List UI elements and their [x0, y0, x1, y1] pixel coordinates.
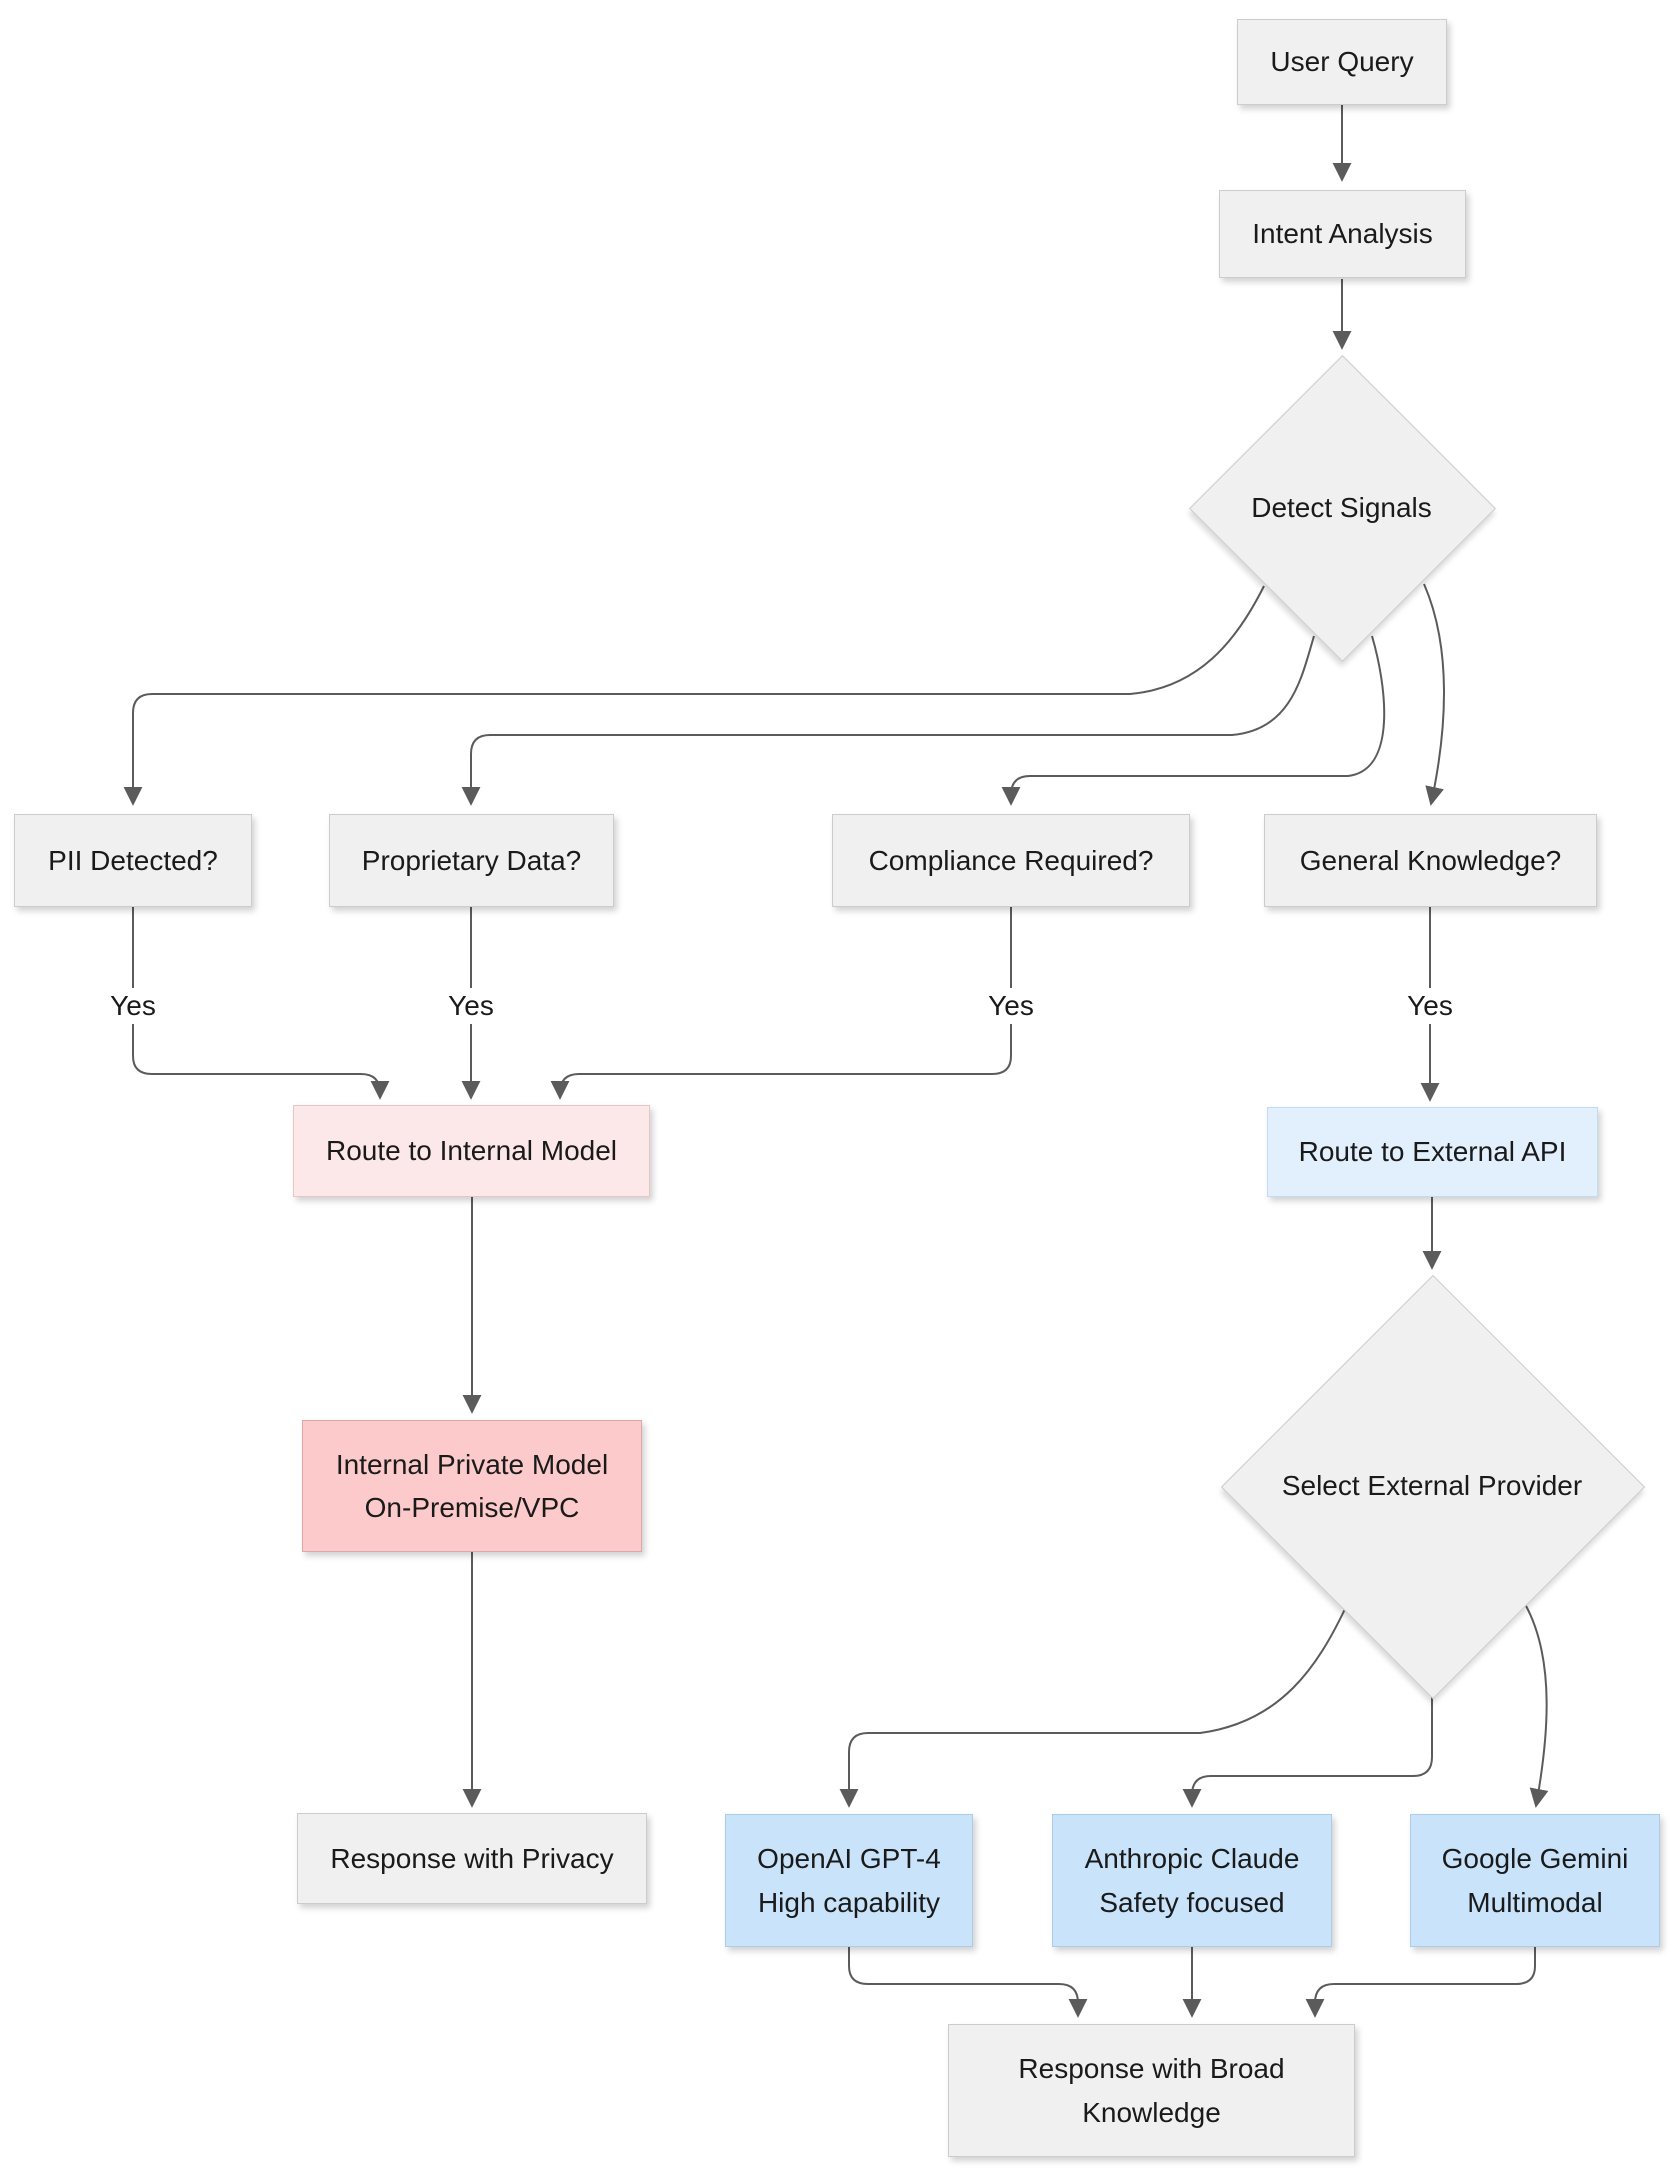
node-label: General Knowledge? — [1299, 844, 1562, 876]
node-compliance-required: Compliance Required? — [832, 814, 1190, 907]
node-user-query: User Query — [1237, 19, 1447, 105]
edge-detect-to-proprietary — [461, 635, 1315, 806]
node-general-knowledge: General Knowledge? — [1264, 814, 1597, 907]
edge-detect-to-compliance — [1001, 635, 1386, 806]
node-label: PII Detected? — [48, 844, 218, 876]
node-label-line2: On-Premise/VPC — [364, 1492, 580, 1523]
edge-detect-to-general — [1423, 583, 1445, 806]
edge-select-to-openai — [839, 1608, 1346, 1808]
edge-openai-to-response-broad — [848, 1947, 1088, 2018]
edge-detect-to-pii — [123, 585, 1265, 806]
edge-select-to-anthropic — [1182, 1696, 1433, 1808]
node-label-line1: Internal Private Model — [335, 1448, 609, 1480]
node-label-line2: Multimodal — [1467, 1886, 1603, 1918]
node-google-gemini: Google Gemini Multimodal — [1410, 1814, 1660, 1947]
node-openai-gpt4: OpenAI GPT-4 High capability — [725, 1814, 973, 1947]
edge-label-yes-compliance: Yes — [980, 988, 1042, 1024]
node-label-line2: Safety focused — [1099, 1886, 1285, 1918]
node-route-internal-model: Route to Internal Model — [293, 1105, 650, 1197]
node-label-line1: Anthropic Claude — [1084, 1843, 1300, 1875]
node-label-line1: Response with Broad — [1018, 2053, 1285, 2085]
node-label-line1: OpenAI GPT-4 — [757, 1843, 941, 1875]
node-label: Route to Internal Model — [325, 1135, 618, 1167]
edge-pii-yes-to-route-internal — [132, 907, 390, 1100]
edge-gemini-to-response-broad — [1305, 1947, 1536, 2018]
node-label: Select External Provider — [1281, 1470, 1583, 1501]
node-label: Proprietary Data? — [361, 844, 582, 876]
node-select-external-provider: Select External Provider — [1220, 1274, 1646, 1700]
edge-label-yes-general: Yes — [1399, 988, 1461, 1024]
node-response-broad-knowledge: Response with Broad Knowledge — [948, 2024, 1355, 2157]
node-proprietary-data: Proprietary Data? — [329, 814, 614, 907]
node-response-with-privacy: Response with Privacy — [297, 1813, 647, 1904]
node-label-line2: Knowledge — [1082, 2096, 1221, 2128]
node-label: Detect Signals — [1251, 491, 1432, 523]
node-internal-private-model: Internal Private Model On-Premise/VPC — [302, 1420, 642, 1552]
node-pii-detected: PII Detected? — [14, 814, 252, 907]
node-route-external-api: Route to External API — [1267, 1107, 1598, 1197]
edge-label-yes-proprietary: Yes — [440, 988, 502, 1024]
node-label: User Query — [1270, 46, 1414, 78]
node-detect-signals: Detect Signals — [1189, 355, 1496, 662]
node-label-line1: Google Gemini — [1441, 1843, 1629, 1875]
node-label: Response with Privacy — [330, 1842, 614, 1874]
node-label: Route to External API — [1298, 1136, 1567, 1168]
node-intent-analysis: Intent Analysis — [1219, 190, 1466, 278]
edge-label-yes-pii: Yes — [102, 988, 164, 1024]
edge-compliance-yes-to-route-internal — [550, 907, 1012, 1100]
node-label: Compliance Required? — [868, 844, 1154, 876]
node-label-line2: High capability — [757, 1886, 941, 1918]
node-anthropic-claude: Anthropic Claude Safety focused — [1052, 1814, 1332, 1947]
node-label: Intent Analysis — [1252, 218, 1433, 250]
edge-select-to-gemini — [1524, 1603, 1549, 1808]
